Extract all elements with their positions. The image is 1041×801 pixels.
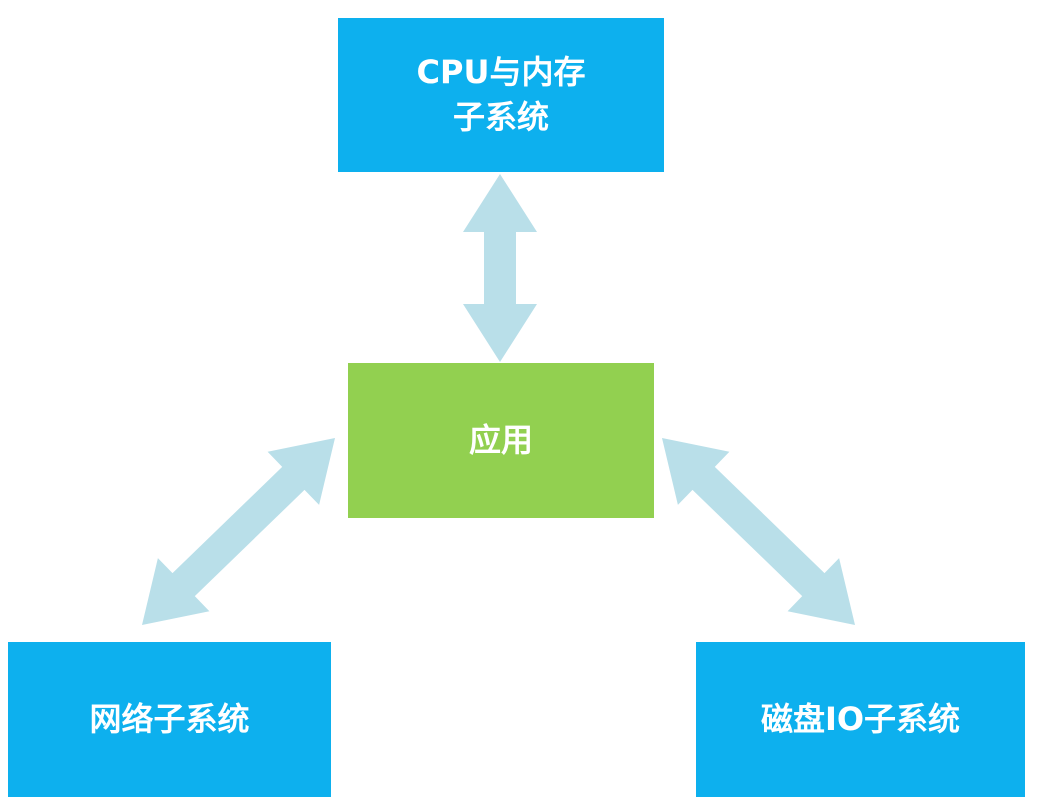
cpu-memory-subsystem-box: CPU与内存 子系统 [338,18,664,172]
double-arrow-app-disk [662,438,855,625]
application-box: 应用 [348,363,654,518]
double-arrow-app-cpu [463,174,537,362]
network-subsystem-box: 网络子系统 [8,642,331,797]
double-arrow-app-network [142,438,335,625]
disk-io-subsystem-box: 磁盘IO子系统 [696,642,1025,797]
